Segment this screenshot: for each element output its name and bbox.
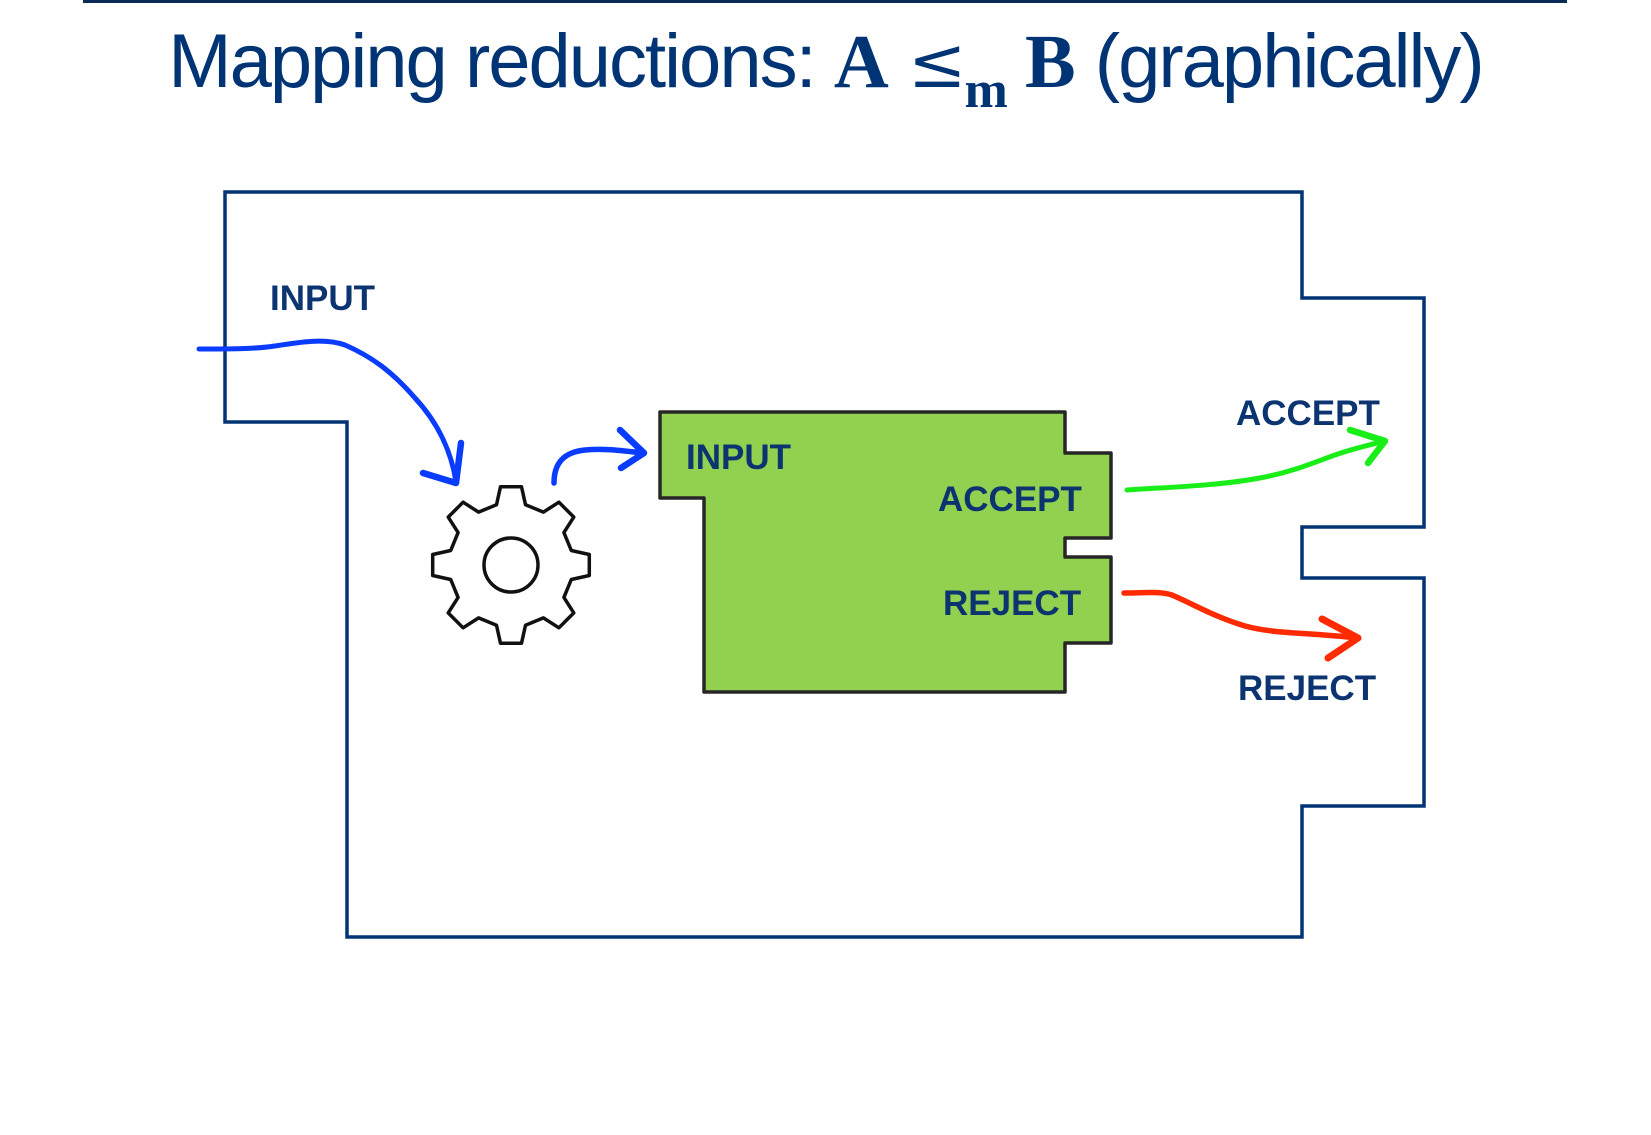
input-arrow-head	[419, 439, 465, 487]
mapped-input-arrow-head	[616, 426, 648, 472]
gear-icon	[430, 484, 592, 646]
relation-subscript: m	[964, 62, 1008, 119]
input-arrow-shaft	[196, 338, 459, 485]
accept-arrow-head	[1346, 426, 1389, 467]
input-arrow	[196, 338, 465, 487]
slide-title: Mapping reductions: A ≤m B (graphically)	[0, 18, 1651, 119]
outer-reject-label: REJECT	[1238, 669, 1376, 708]
reject-arrow	[1121, 589, 1362, 662]
accept-arrow-shaft	[1124, 438, 1388, 493]
gear-outline	[430, 484, 592, 646]
header-rule	[83, 0, 1567, 3]
set-a: A	[833, 20, 889, 104]
accept-arrow	[1124, 426, 1389, 493]
title-prefix: Mapping reductions:	[168, 19, 834, 104]
inner-reject-label: REJECT	[943, 584, 1081, 623]
reject-arrow-shaft	[1121, 589, 1361, 641]
inner-machine-box	[658, 410, 1113, 694]
mapped-input-arrow-shaft	[551, 446, 646, 486]
inner-accept-label: ACCEPT	[938, 480, 1082, 519]
outer-machine-outline	[223, 190, 1426, 939]
outer-accept-label: ACCEPT	[1236, 394, 1380, 433]
gear-hub	[482, 536, 540, 594]
relation-symbol: ≤	[907, 22, 967, 104]
set-b: B	[1024, 20, 1076, 104]
title-suffix: (graphically)	[1094, 19, 1485, 104]
reject-arrow-head	[1318, 615, 1362, 662]
inner-input-label: INPUT	[686, 438, 791, 477]
outer-input-label: INPUT	[270, 279, 375, 318]
mapped-input-arrow	[551, 426, 648, 486]
